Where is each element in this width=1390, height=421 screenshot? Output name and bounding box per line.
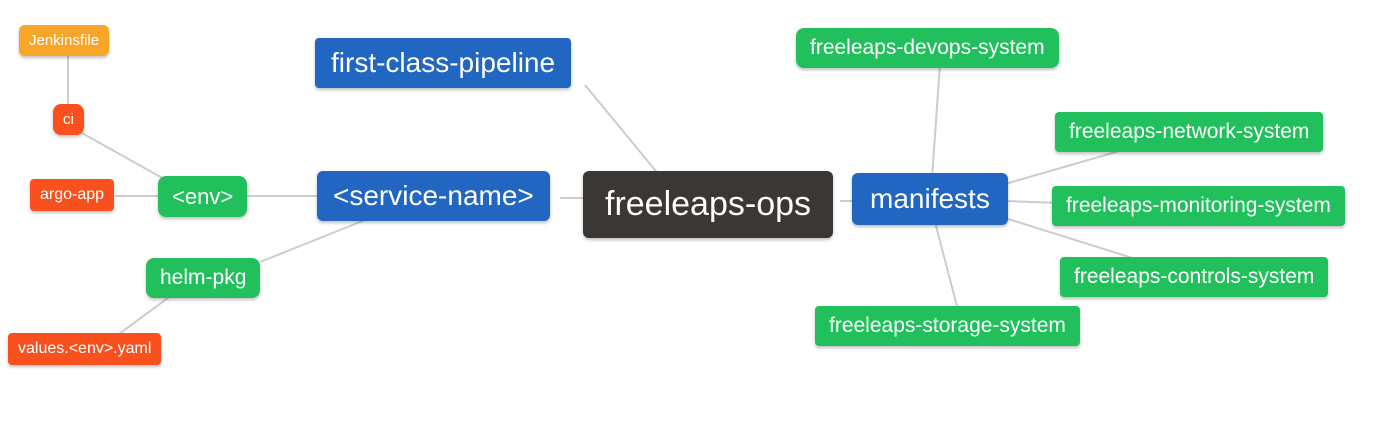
node-ci[interactable]: ci [53,104,84,136]
node-first-class-pipeline[interactable]: first-class-pipeline [315,38,572,89]
node-label: Jenkinsfile [29,32,100,49]
node-label: freeleaps-storage-system [829,314,1066,337]
node-label: <env> [172,184,234,209]
node-label: freeleaps-devops-system [810,36,1045,59]
node-label: argo-app [40,186,105,203]
node-label: freeleaps-network-system [1069,120,1310,143]
node-freeleaps-devops-system[interactable]: freeleaps-devops-system [796,28,1059,69]
node-root-freeleaps-ops[interactable]: freeleaps-ops [583,171,834,239]
node-label: <service-name> [333,180,534,211]
node-freeleaps-monitoring-system[interactable]: freeleaps-monitoring-system [1052,186,1345,227]
node-label: helm-pkg [160,266,247,289]
node-argo-app[interactable]: argo-app [30,179,115,212]
node-env[interactable]: <env> [158,176,248,218]
edge-ci-env [79,131,167,181]
node-jenkinsfile[interactable]: Jenkinsfile [19,25,110,57]
edge-service-name-helm-pkg [259,217,371,263]
node-helm-pkg[interactable]: helm-pkg [146,258,261,299]
edge-manifests-storage [934,221,959,311]
node-label: values.<env>.yaml [18,340,152,357]
node-values-env-yaml[interactable]: values.<env>.yaml [8,333,162,366]
node-freeleaps-controls-system[interactable]: freeleaps-controls-system [1060,257,1329,298]
node-label: manifests [870,183,990,214]
node-manifests[interactable]: manifests [852,173,1008,226]
node-freeleaps-storage-system[interactable]: freeleaps-storage-system [815,306,1080,347]
node-freeleaps-network-system[interactable]: freeleaps-network-system [1055,112,1324,153]
node-label: first-class-pipeline [331,47,556,78]
edge-helm-pkg-values [114,291,177,338]
node-label: freeleaps-controls-system [1074,265,1315,288]
edge-manifests-devops [931,63,941,179]
node-label: freeleaps-monitoring-system [1066,194,1331,217]
node-service-name[interactable]: <service-name> [317,171,550,222]
edge-first-class-pipeline-root [584,84,661,177]
node-label: ci [63,111,74,128]
edge-manifests-network [1004,147,1131,185]
node-label: freeleaps-ops [605,185,812,223]
